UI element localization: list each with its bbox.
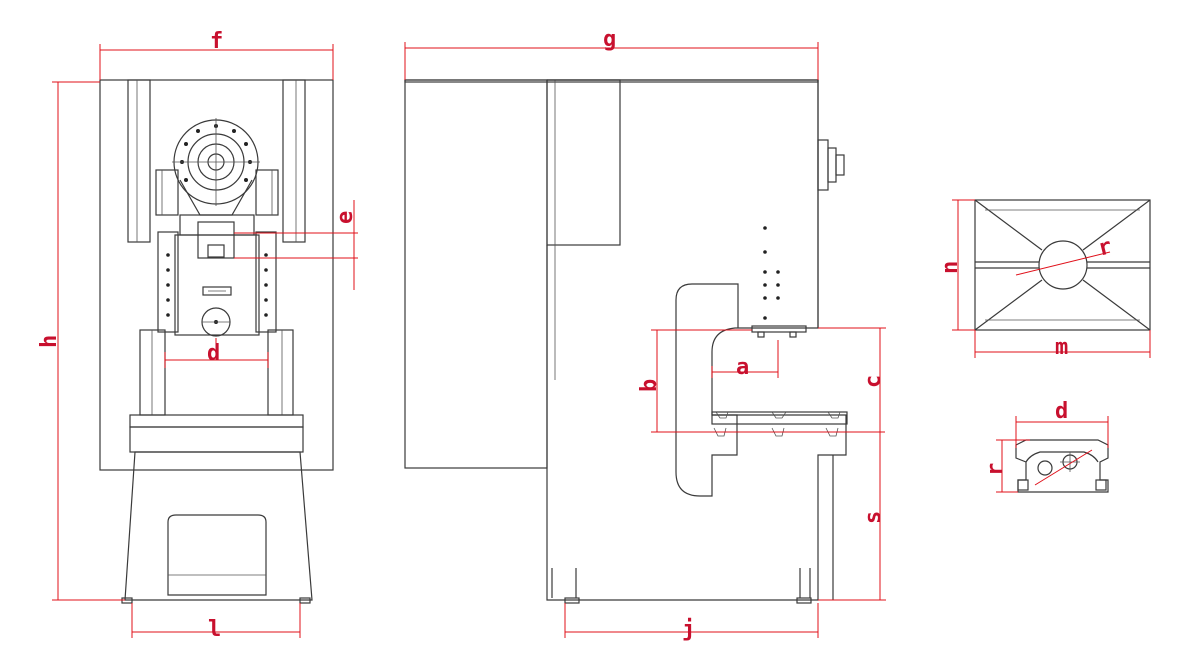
side-dimensions: g a b c s j [404,27,886,642]
dim-label-d-detail: d [1055,399,1068,424]
dim-label-e: e [333,211,358,224]
dim-label-l-front: l [208,617,221,642]
dim-label-c: c [861,375,886,388]
dim-label-j: j [682,617,695,642]
front-view [99,79,334,604]
dim-label-d-front: d [207,341,220,366]
dim-label-g: g [603,27,616,52]
dim-label-h: h [37,335,62,348]
dim-label-r-table: r [1096,234,1115,261]
dim-label-m: m [1055,335,1068,360]
dim-label-s: s [861,511,886,524]
detail-dimensions: d r [983,399,1109,493]
front-dimensions: f h e d l [37,29,358,642]
table-top-view: r [974,199,1151,331]
slide-detail-view [1015,439,1109,493]
dim-label-n: n [938,261,963,274]
dim-label-b: b [637,379,662,392]
side-view [404,79,848,604]
dim-label-f: f [210,29,223,54]
table-dimensions: n m [938,199,1151,360]
dim-label-r-detail: r [983,463,1008,476]
dim-label-a: a [736,355,749,380]
